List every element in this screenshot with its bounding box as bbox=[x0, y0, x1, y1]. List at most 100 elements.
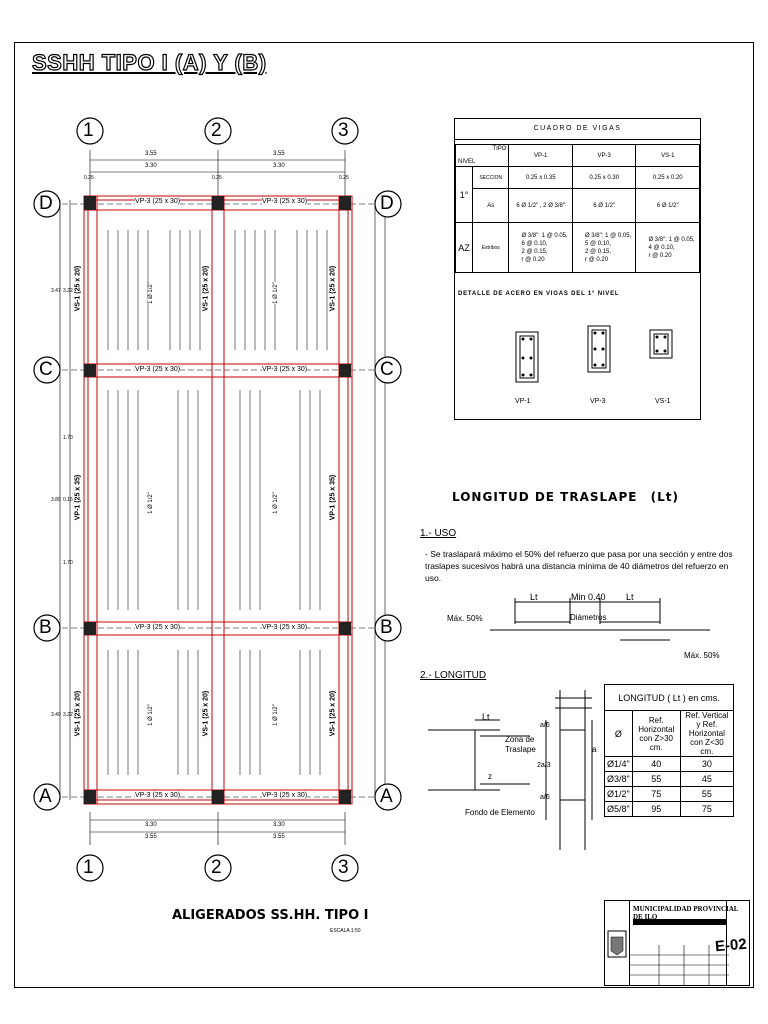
dim-top2-2: 3.30 bbox=[273, 163, 285, 169]
row-seccion-label: SECCION bbox=[471, 166, 510, 189]
estribos-vs1: Ø 3/8": 1 @ 0.05, 4 @ 0.10, r @ 0.20 bbox=[635, 222, 700, 273]
title-block-project-bar bbox=[633, 919, 727, 925]
longitud-col-vert: Ref. Vertical y Ref. Horizontal con Z<30… bbox=[679, 710, 735, 757]
dim-left-6: 1.70 bbox=[63, 560, 73, 566]
seccion-vp1: 0.25 x 0.35 bbox=[508, 166, 573, 189]
longitud-diagram bbox=[428, 690, 593, 850]
row-estribos-label: Estribos bbox=[471, 222, 510, 273]
a6-bottom: a/6 bbox=[540, 794, 550, 801]
cuadro-table: TIPO NIVEL VP-1 VP-3 VS-1 1° SECCION 0.2… bbox=[454, 144, 700, 273]
joist-label-5: 1 Ø 1/2" bbox=[147, 704, 154, 726]
beam-label-b-2: VP-3 (25 x 30) bbox=[262, 624, 308, 631]
max50-label-1: Máx. 50% bbox=[447, 614, 483, 623]
estribo-line: 4 @ 0.10, bbox=[648, 244, 675, 251]
col-vs1: VS-1 bbox=[635, 144, 700, 167]
title-block-grid bbox=[629, 945, 729, 985]
beam-label-a-1: VP-3 (25 x 30) bbox=[135, 792, 181, 799]
col-vp1: VP-1 bbox=[508, 144, 573, 167]
title-block: MUNICIPALIDAD PROVINCIAL DE ILO E-02 bbox=[604, 900, 750, 986]
estribo-line: r @ 0.20 bbox=[648, 252, 672, 259]
lt-label-2: Lt bbox=[626, 592, 634, 602]
axis-label-a-right: A bbox=[380, 786, 393, 807]
min-label: Min 0.40 bbox=[571, 592, 606, 602]
joist-label-3: 1 Ø 1/2" bbox=[147, 492, 154, 514]
drawing-sheet-border bbox=[14, 42, 754, 988]
dim-left-4: 3.80 bbox=[51, 497, 61, 503]
as-vs1: 6 Ø 1/2" bbox=[635, 188, 700, 223]
dim-left-5: 0.15 bbox=[63, 497, 73, 503]
vs-label-3: VS-1 (25 x 20) bbox=[329, 265, 337, 312]
longitud-cell: 75 bbox=[679, 801, 735, 817]
joist-label-2: 1 Ø 1/2" bbox=[272, 282, 279, 304]
beam-label-a-2: VP-3 (25 x 30) bbox=[262, 792, 308, 799]
traslape-title: LONGITUD DE TRASLAPE (Lt) bbox=[452, 490, 679, 504]
beam-label-c-1: VP-3 (25 x 30) bbox=[135, 366, 181, 373]
vp1-label-1: VP-1 (25 x 35) bbox=[74, 474, 82, 521]
estribo-line: r @ 0.20 bbox=[584, 256, 609, 263]
lt-label-1: Lt bbox=[530, 592, 538, 602]
estribo-line: Ø 3/8": 1 @ 0.05, bbox=[648, 236, 695, 243]
beam-label-c-2: VP-3 (25 x 30) bbox=[262, 366, 308, 373]
axis-label-a-left: A bbox=[39, 786, 52, 807]
title-block-seal bbox=[605, 901, 630, 985]
longitud-cell: 55 bbox=[679, 786, 735, 802]
detalle-vp3: VP-3 bbox=[590, 398, 606, 405]
axis-label-2-top: 2 bbox=[211, 120, 222, 141]
as-vp1: 6 Ø 1/2" , 2 Ø 3/8" bbox=[508, 188, 573, 223]
estribo-line: r @ 0.20 bbox=[521, 256, 545, 263]
fondo-label: Fondo de Elemento bbox=[465, 808, 535, 817]
axis-label-b-right: B bbox=[380, 617, 393, 638]
dim-bottom-1: 3.55 bbox=[145, 834, 157, 840]
title-block-sheet-col bbox=[726, 901, 749, 985]
dim-top-2: 3.55 bbox=[273, 151, 285, 157]
a-label: a bbox=[592, 745, 597, 754]
detalle-vs1: VS-1 bbox=[655, 398, 671, 405]
dim-left-7: 3.40 bbox=[51, 712, 61, 718]
level-2: AZ bbox=[455, 222, 473, 273]
traslape-diagram bbox=[490, 598, 710, 641]
dim-small-3: 0.25 bbox=[339, 175, 349, 181]
longitud-cell: 95 bbox=[631, 801, 681, 817]
axis-label-d-left: D bbox=[39, 193, 53, 214]
longitud-cell: Ø1/4" bbox=[604, 756, 633, 772]
cuadro-title: CUADRO DE VIGAS bbox=[454, 118, 701, 140]
axis-label-3-top: 3 bbox=[338, 120, 349, 141]
title-block-org: MUNICIPALIDAD PROVINCIAL DE ILO bbox=[633, 905, 739, 921]
beam-label-b-1: VP-3 (25 x 30) bbox=[135, 624, 181, 631]
vs-label-4: VS-1 (25 x 20) bbox=[74, 690, 82, 737]
corner-bottom: NIVEL bbox=[458, 159, 476, 165]
dim-left-2: 3.22 bbox=[63, 288, 73, 294]
corner-top: TIPO bbox=[492, 146, 507, 152]
axis-label-c-right: C bbox=[380, 359, 394, 380]
dim-left-3: 1.70 bbox=[63, 435, 73, 441]
plan-scale: ESCALA 1:50 bbox=[330, 928, 361, 934]
vp1-label-2: VP-1 (25 x 35) bbox=[329, 474, 337, 521]
longitud-table-header: LONGITUD ( Lt ) en cms. bbox=[604, 684, 734, 711]
plan-title: ALIGERADOS SS.HH. TIPO I bbox=[172, 908, 369, 923]
axis-label-1-top: 1 bbox=[83, 120, 94, 141]
lt-label-3: Lt bbox=[482, 712, 490, 722]
beam-label-d-1: VP-3 (25 x 30) bbox=[135, 198, 181, 205]
cuadro-vigas-frame bbox=[454, 118, 701, 420]
seccion-vs1: 0.25 x 0.20 bbox=[635, 166, 700, 189]
detalle-title: DETALLE DE ACERO EN VIGAS DEL 1° NIVEL bbox=[458, 291, 620, 297]
as-vp3: 6 Ø 1/2" bbox=[571, 188, 637, 223]
vs-label-1: VS-1 (25 x 20) bbox=[74, 265, 82, 312]
longitud-cell: Ø5/8" bbox=[604, 801, 633, 817]
vs-label-5: VS-1 (25 x 20) bbox=[202, 690, 210, 737]
a23: 2a/3 bbox=[537, 762, 551, 769]
diametros-label: Diámetros bbox=[570, 613, 607, 622]
detalle-sections bbox=[515, 325, 673, 383]
longitud-cell: 30 bbox=[679, 756, 735, 772]
estribo-line: 5 @ 0.10, bbox=[584, 240, 612, 247]
vs-label-2: VS-1 (25 x 20) bbox=[202, 265, 210, 312]
a6-top: a/6 bbox=[540, 722, 550, 729]
dim-bottom2-2: 3.30 bbox=[273, 822, 285, 828]
dim-left-1: 3.47 bbox=[51, 288, 61, 294]
traslape-title-text: LONGITUD DE TRASLAPE bbox=[452, 490, 638, 504]
estribos-vp1: Ø 3/8": 1 @ 0.05, 6 @ 0.10, 2 @ 0.15, r … bbox=[508, 222, 573, 273]
longitud-heading: 2.- LONGITUD bbox=[420, 670, 487, 681]
joist-label-1: 1 Ø 1/2" bbox=[147, 282, 154, 304]
longitud-cell: Ø1/2" bbox=[604, 786, 633, 802]
